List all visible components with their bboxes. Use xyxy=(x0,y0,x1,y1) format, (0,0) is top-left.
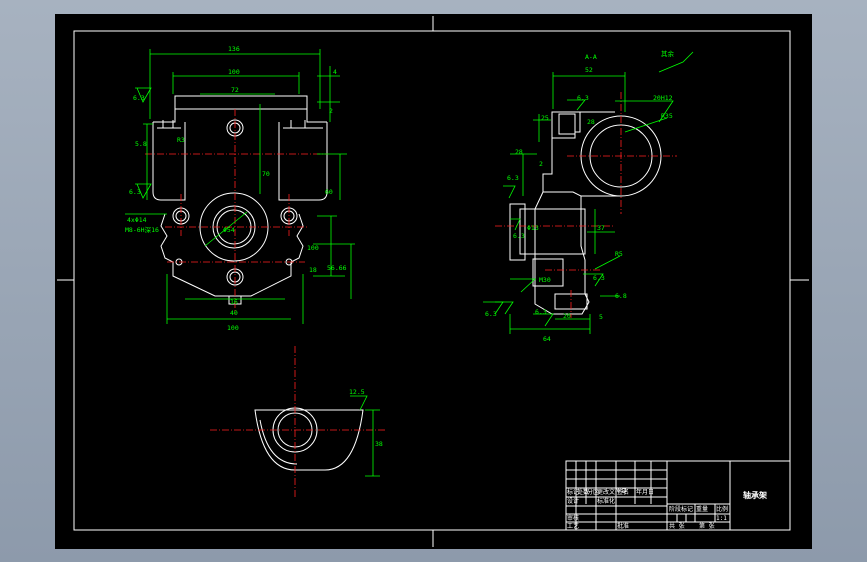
front-dim-left-rough2: 6.3 xyxy=(129,188,141,196)
section-dim-rough-top: 6.3 xyxy=(577,94,589,102)
tb-standardize: 标准化 xyxy=(597,497,615,505)
title-block: 标记 处数 分区 更改文件号 签名 年月日 设计 标准化 审核 工艺 批准 阶段… xyxy=(565,460,791,531)
bottom-view: 12.5 38 xyxy=(210,346,385,499)
drawing-svg: 136 100 72 4 2 6.3 5.8 R3 70 60 6.3 4xΦ1… xyxy=(57,16,809,547)
tb-approve: 批准 xyxy=(617,522,629,530)
section-dim-left-b: 28 xyxy=(587,118,595,126)
front-holes-note-2: M8-6H深16 xyxy=(125,225,159,234)
section-dim-hole: 20H12 xyxy=(653,94,673,102)
tb-row-design: 设计 xyxy=(567,497,579,505)
front-dim-right-height: 60 xyxy=(325,188,333,196)
front-view: 136 100 72 4 2 6.3 5.8 R3 70 60 6.3 4xΦ1… xyxy=(125,45,355,332)
front-holes-note-1: 4xΦ14 xyxy=(127,216,147,224)
tb-col-mark: 标记 xyxy=(567,488,579,496)
section-dim-b-small: 5 xyxy=(599,313,603,321)
section-dim-rough-right: 6.3 xyxy=(593,274,605,282)
section-dim-rough-mid: 6.3 xyxy=(513,232,525,240)
front-dim-bore: Φ54 xyxy=(223,226,235,234)
section-dim-right-a: 37 xyxy=(597,224,605,232)
tb-col-change-doc: 更改文件号 xyxy=(597,488,627,496)
front-dim-center-vertical: 70 xyxy=(262,170,270,178)
section-dim-right-b: R5 xyxy=(615,250,623,258)
front-dim-left-height: 5.8 xyxy=(135,140,147,148)
front-dim-right-chamfer: 2 xyxy=(329,107,333,115)
section-label: A-A xyxy=(585,53,597,61)
section-view: A-A 52 其余 6.3 20H12 R35 25 28 28 2 6.3 Φ… xyxy=(483,49,694,343)
section-dim-left-d: 2 xyxy=(539,160,543,168)
bottom-dim-height: 38 xyxy=(375,440,383,448)
front-dim-right-b: 18 xyxy=(309,266,317,274)
section-dim-thread: M30 xyxy=(539,276,551,284)
bottom-roughness: 12.5 xyxy=(349,388,365,396)
tb-col-ymd: 年月日 xyxy=(636,488,654,496)
section-dim-rough-b1: 6.3 xyxy=(485,310,497,318)
tb-row-process: 工艺 xyxy=(567,522,579,530)
tb-sheet-total: 共 张 xyxy=(669,522,685,530)
tb-col-sign: 签名 xyxy=(617,488,629,496)
section-dim-left-c: 28 xyxy=(515,148,523,156)
tb-col-count: 处数 xyxy=(577,488,589,496)
section-dim-bottom-overall: 64 xyxy=(543,335,551,343)
tb-col-zone: 分区 xyxy=(587,488,599,496)
front-dim-right-a: 100 xyxy=(307,244,319,252)
section-dim-bore: Φ13 xyxy=(527,224,539,232)
section-dim-rough-b2: 6.3 xyxy=(535,308,547,316)
tb-part-name: 轴承架 xyxy=(743,490,767,500)
front-dim-top-inner: 72 xyxy=(231,86,239,94)
front-dim-right-c: 56.66 xyxy=(327,264,347,272)
section-rest-roughness: 其余 xyxy=(661,49,675,58)
tb-row-check: 审核 xyxy=(567,514,579,522)
tb-weight: 重量 xyxy=(696,505,708,513)
section-dim-rough-left: 6.3 xyxy=(507,174,519,182)
front-dim-left-inner: R3 xyxy=(177,136,185,144)
front-dim-bottom-mid: 40 xyxy=(230,309,238,317)
section-dim-radius: R35 xyxy=(661,112,673,120)
tb-sheet-no: 第 张 xyxy=(699,522,715,530)
front-dim-right-top: 4 xyxy=(333,68,337,76)
section-dim-left-a: 25 xyxy=(541,114,549,122)
tb-stage-mark: 阶段标记 xyxy=(669,505,693,513)
front-dim-top-mid: 100 xyxy=(228,68,240,76)
section-dim-top: 52 xyxy=(585,66,593,74)
front-dim-bottom-overall: 100 xyxy=(227,324,239,332)
tb-scale: 比例 xyxy=(716,505,728,513)
section-dim-b-width: 20 xyxy=(563,312,571,320)
front-dim-left-rough: 6.3 xyxy=(133,94,145,102)
tb-scale-value: 1:1 xyxy=(716,515,727,522)
section-dim-right-c: 6.8 xyxy=(615,292,627,300)
front-dim-top-overall: 136 xyxy=(228,45,240,53)
front-dim-bottom-small: 16 xyxy=(230,298,238,306)
drawing-sheet: 136 100 72 4 2 6.3 5.8 R3 70 60 6.3 4xΦ1… xyxy=(55,14,812,549)
